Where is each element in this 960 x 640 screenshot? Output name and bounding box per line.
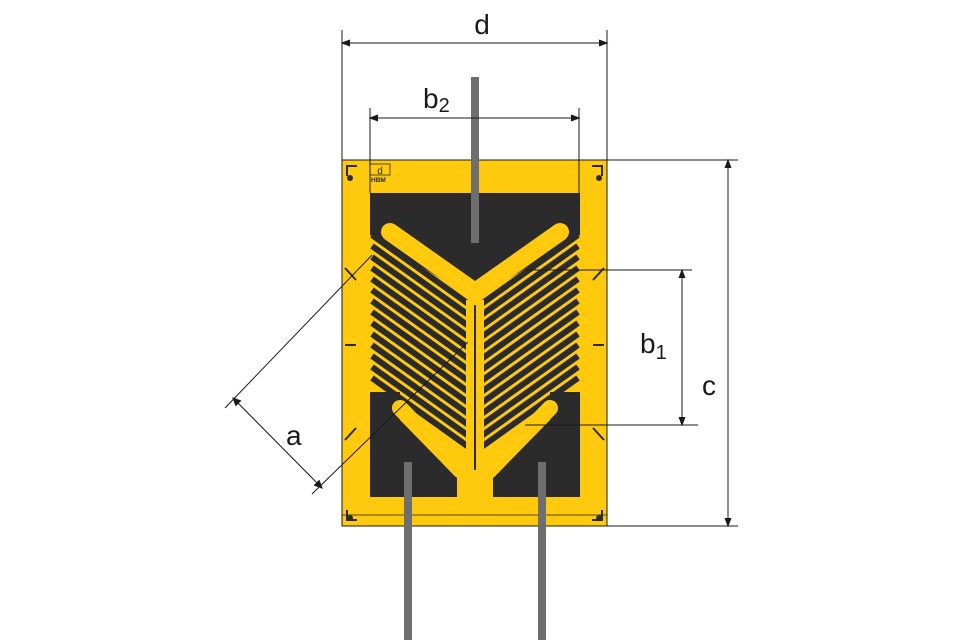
grid-strip <box>370 265 472 341</box>
label-b2: b2 <box>423 83 450 117</box>
grid-strip <box>478 364 580 440</box>
corner-bracket-top-left <box>346 165 357 176</box>
chevron-top <box>381 223 569 301</box>
logo-text: HBM <box>371 177 386 184</box>
corner-bracket-top-right <box>592 165 603 176</box>
dimension-b2 <box>368 108 581 193</box>
grid-strip <box>478 375 580 451</box>
dimension-a <box>224 254 469 495</box>
grid-strip <box>370 342 472 418</box>
grid-strip <box>478 298 580 374</box>
label-b2-base: b <box>423 83 439 114</box>
grid-strip <box>370 287 472 363</box>
label-a: a <box>286 420 302 451</box>
grid-strip <box>370 309 472 385</box>
corner-marker-top-right <box>596 175 602 181</box>
tick-left-upper <box>344 267 357 281</box>
dimension-c <box>607 158 738 528</box>
grid-strip <box>370 254 472 330</box>
label-d: d <box>474 9 490 40</box>
measuring-grid <box>370 193 580 500</box>
corner-bracket-bottom-left <box>346 510 357 521</box>
solder-pad-left <box>370 392 457 497</box>
label-b1-sub: 1 <box>656 342 667 364</box>
grid-strips-left <box>370 232 472 451</box>
label-b1: b1 <box>640 328 667 364</box>
tick-left-lower <box>344 427 357 441</box>
corner-bracket-bottom-right <box>592 510 603 521</box>
grid-strip <box>478 254 580 330</box>
lead-wire-top <box>471 77 479 243</box>
grid-strip <box>370 298 472 374</box>
grid-strip <box>370 375 472 451</box>
logo-mark: d <box>377 166 383 177</box>
tick-right-lower <box>592 427 605 441</box>
grid-strip <box>478 265 580 341</box>
lead-wires <box>404 77 546 640</box>
solder-pad-right <box>493 392 580 497</box>
grid-strip <box>370 320 472 396</box>
grid-upper-region <box>370 193 580 300</box>
grid-strip <box>478 309 580 385</box>
grid-strip <box>478 353 580 429</box>
grid-strip <box>370 353 472 429</box>
grid-strip <box>370 276 472 352</box>
grid-strip <box>370 243 472 319</box>
grid-strip <box>478 320 580 396</box>
grid-strip <box>370 364 472 440</box>
lead-wire-bottom-left <box>404 462 412 640</box>
grid-strip <box>478 342 580 418</box>
corner-marker-top-left <box>347 175 353 181</box>
grid-strip <box>478 243 580 319</box>
grid-strip <box>478 331 580 407</box>
grid-strip <box>478 287 580 363</box>
chevron-bottom-left <box>392 400 468 478</box>
lead-wire-bottom-right <box>538 462 546 640</box>
corner-markers <box>346 165 603 521</box>
grid-strips-right <box>478 232 580 451</box>
label-c: c <box>702 370 716 401</box>
chevron-bottom-right <box>482 400 558 478</box>
grid-strip <box>370 331 472 407</box>
label-b1-base: b <box>640 328 656 359</box>
dimension-b1 <box>525 268 698 427</box>
grid-strip <box>478 276 580 352</box>
label-b2-sub: 2 <box>439 95 450 117</box>
dimension-d <box>340 30 609 160</box>
grid-strip <box>370 232 472 308</box>
